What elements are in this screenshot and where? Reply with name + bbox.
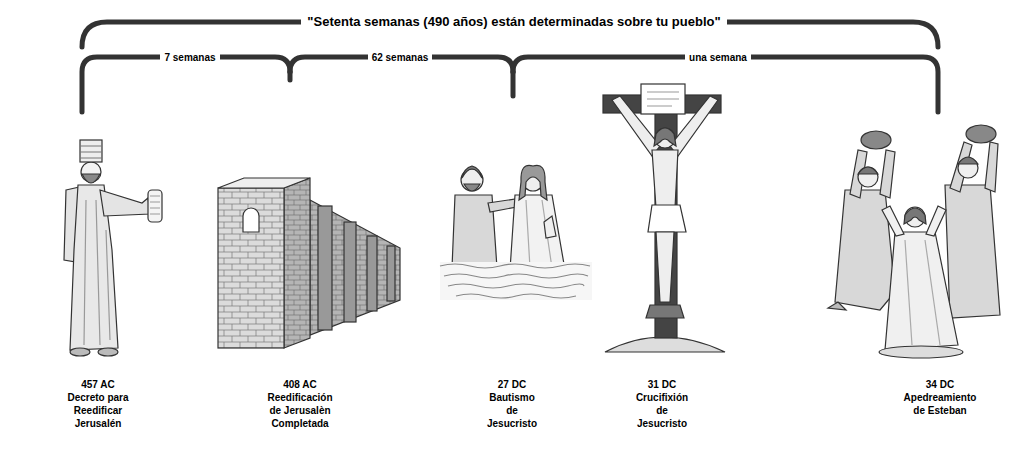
event-caption: Apedreamiento de Esteban [899, 391, 981, 417]
stoning-figure [904, 208, 926, 224]
baptism-figure [440, 262, 592, 300]
crucifixion-figure [605, 337, 725, 352]
baptism-figure [440, 264, 590, 298]
stoning-figure [958, 158, 978, 178]
king-figure [64, 140, 162, 356]
date-label: 31 DC [648, 378, 676, 391]
king-figure [70, 348, 90, 356]
event-caption: Decreto para Reedificar Jerusalén [60, 391, 136, 430]
wall-figure [318, 206, 332, 330]
crucifixion-figure [641, 84, 685, 114]
period-label: 7 semanas [160, 51, 219, 64]
timeline-bracket [82, 57, 290, 112]
crucifixion-figure [656, 232, 674, 302]
stoning-figure [905, 240, 940, 345]
wall-figure [284, 178, 310, 348]
stoning-figure [858, 167, 878, 187]
baptism-figure [440, 165, 592, 300]
wall-figure [243, 208, 259, 232]
crucifixion-figure [652, 150, 678, 208]
stoning-figure [879, 346, 963, 358]
crucifixion-figure [670, 96, 718, 156]
wall-figure [387, 246, 395, 301]
stoning-figure [882, 206, 904, 236]
king-figure [82, 174, 100, 183]
stoning-figure [861, 131, 891, 149]
baptism-figure [462, 166, 482, 178]
crucifixion-figure [646, 305, 684, 318]
crucifixion-figure [603, 84, 725, 352]
crucifixion-figure [654, 128, 676, 146]
king-figure [81, 162, 101, 182]
wall-figure [310, 200, 400, 335]
king-figure [80, 140, 102, 162]
stoning-figure [966, 125, 996, 143]
stoning-figure [958, 157, 978, 164]
period-label: 62 semanas [368, 51, 433, 64]
crucifixion-figure [648, 205, 686, 232]
king-figure [150, 196, 160, 214]
baptism-figure [519, 165, 547, 200]
king-figure [98, 348, 118, 356]
crucifixion-figure [612, 96, 660, 156]
stoning-figure [828, 302, 846, 310]
wall-figure [344, 222, 356, 322]
crucifixion-figure [647, 92, 679, 106]
king-figure [84, 200, 110, 345]
baptism-figure [544, 216, 556, 238]
crucifixion-figure [655, 128, 675, 148]
timeline-bracket [511, 72, 516, 96]
period-label: una semana [685, 51, 751, 64]
wall-figure [367, 236, 377, 311]
king-figure [80, 146, 102, 158]
stoning-figure [945, 185, 1000, 318]
timeline-bracket [288, 72, 293, 80]
wall-figure [218, 178, 400, 348]
king-figure [100, 190, 150, 216]
date-label: 34 DC [926, 378, 954, 391]
stoning-figure [858, 167, 878, 174]
diagram-title: "Setenta semanas (490 años) están determ… [301, 14, 726, 30]
wall-figure [218, 178, 310, 188]
stoning-figure [926, 206, 946, 236]
event-caption: Bautismo de Jesucristo [487, 391, 537, 430]
date-label: 408 AC [283, 378, 317, 391]
event-caption: Crucifixión de Jesucristo [636, 391, 688, 430]
event-caption: Reedificación de Jerusalèn Completada [261, 391, 339, 430]
stoning-figure [985, 142, 998, 192]
stoning-figure [880, 150, 895, 198]
timeline-bracket [82, 22, 938, 112]
date-label: 27 DC [498, 378, 526, 391]
baptism-figure [510, 195, 565, 270]
baptism-figure [464, 184, 480, 191]
king-figure [148, 190, 162, 222]
wall-figure [218, 188, 284, 348]
stoning-figure [905, 207, 925, 227]
stoning-figure [885, 232, 958, 350]
stoning-figure [828, 125, 1000, 358]
timeline-bracket [513, 57, 938, 112]
date-label: 457 AC [81, 378, 115, 391]
